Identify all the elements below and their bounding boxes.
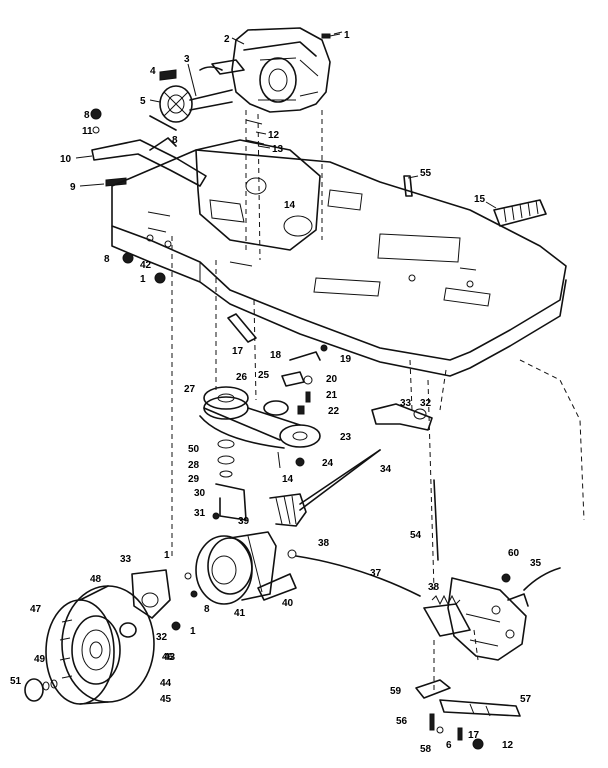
callout-32-low: 32 (156, 632, 168, 643)
callout-10: 10 (60, 154, 72, 165)
alignment-lines (171, 110, 585, 690)
callout-20: 20 (326, 374, 338, 385)
callout-51: 51 (10, 676, 22, 687)
callouts: 1 2 3 4 5 8 11 8 10 12 13 9 14 55 15 8 4… (10, 30, 542, 755)
callout-8-b: 8 (172, 135, 178, 146)
callout-8-c: 8 (104, 254, 110, 265)
callout-8-a: 8 (84, 110, 90, 121)
callout-59: 59 (390, 686, 402, 697)
callout-60: 60 (508, 548, 520, 559)
callout-4: 4 (150, 66, 156, 77)
callout-56: 56 (396, 716, 408, 727)
callout-3: 3 (184, 54, 190, 65)
callout-58: 58 (420, 744, 432, 755)
callout-45: 45 (160, 694, 172, 705)
drive-spring-handle (493, 199, 547, 227)
callout-42: 42 (140, 260, 152, 271)
callout-41: 41 (234, 608, 246, 619)
callout-50: 50 (188, 444, 200, 455)
callout-1: 1 (344, 30, 350, 41)
callout-12-low: 12 (502, 740, 514, 751)
chassis-frame (111, 139, 567, 377)
callout-14-a: 14 (284, 200, 296, 211)
callout-37: 37 (370, 568, 382, 579)
spring-55 (403, 175, 413, 197)
callout-6: 6 (446, 740, 452, 751)
engine-pulley (195, 449, 381, 605)
callout-38-a: 38 (318, 538, 330, 549)
callout-12: 12 (268, 130, 280, 141)
callout-47: 47 (30, 604, 42, 615)
callout-35: 35 (530, 558, 542, 569)
callout-25: 25 (258, 370, 270, 381)
callout-54: 54 (410, 530, 422, 541)
callout-23: 23 (340, 432, 352, 443)
callout-43: 43 (164, 652, 176, 663)
pulley-assembly (199, 344, 328, 521)
callout-19: 19 (340, 354, 352, 365)
transaxle (199, 27, 341, 113)
callout-22: 22 (328, 406, 340, 417)
callout-5: 5 (140, 96, 146, 107)
control-bracket (423, 573, 529, 661)
spindle-bracket (119, 569, 198, 638)
callout-1-low: 1 (190, 626, 196, 637)
cable-37 (287, 549, 421, 597)
callout-46: 46 (162, 652, 174, 663)
callout-1-mid: 1 (164, 550, 170, 561)
clutch-bracket (371, 403, 433, 431)
callout-26: 26 (236, 372, 248, 383)
callout-57: 57 (520, 694, 532, 705)
callout-44: 44 (160, 678, 172, 689)
callout-17-low: 17 (468, 730, 480, 741)
callout-1-left: 1 (140, 274, 146, 285)
callout-33-top: 33 (400, 398, 412, 409)
callout-55: 55 (420, 168, 432, 179)
callout-21: 21 (326, 390, 338, 401)
callout-24: 24 (322, 458, 334, 469)
callout-13: 13 (272, 144, 284, 155)
callout-32-top: 32 (420, 398, 432, 409)
callout-30: 30 (194, 488, 206, 499)
callout-28: 28 (188, 460, 200, 471)
callout-27: 27 (184, 384, 196, 395)
callout-33-low: 33 (120, 554, 132, 565)
shift-lever (90, 108, 265, 187)
callout-18: 18 (270, 350, 282, 361)
callout-31: 31 (194, 508, 206, 519)
callout-29: 29 (188, 474, 200, 485)
callout-9: 9 (70, 182, 76, 193)
callout-8-d: 8 (204, 604, 210, 615)
callout-48: 48 (90, 574, 102, 585)
callout-2: 2 (224, 34, 230, 45)
front-wheel (24, 585, 155, 705)
callout-40: 40 (282, 598, 294, 609)
callout-49: 49 (34, 654, 46, 665)
callout-39: 39 (238, 516, 250, 527)
callout-34: 34 (380, 464, 392, 475)
plate-59-57 (415, 679, 521, 750)
callout-11: 11 (82, 126, 93, 137)
rod-54 (433, 479, 439, 561)
input-pulley (159, 69, 233, 123)
callout-14-b: 14 (282, 474, 294, 485)
cable-35 (523, 567, 561, 591)
belt-17 (227, 313, 257, 343)
callout-15: 15 (474, 194, 486, 205)
callout-17-belt: 17 (232, 346, 244, 357)
callout-38-b: 38 (428, 582, 440, 593)
